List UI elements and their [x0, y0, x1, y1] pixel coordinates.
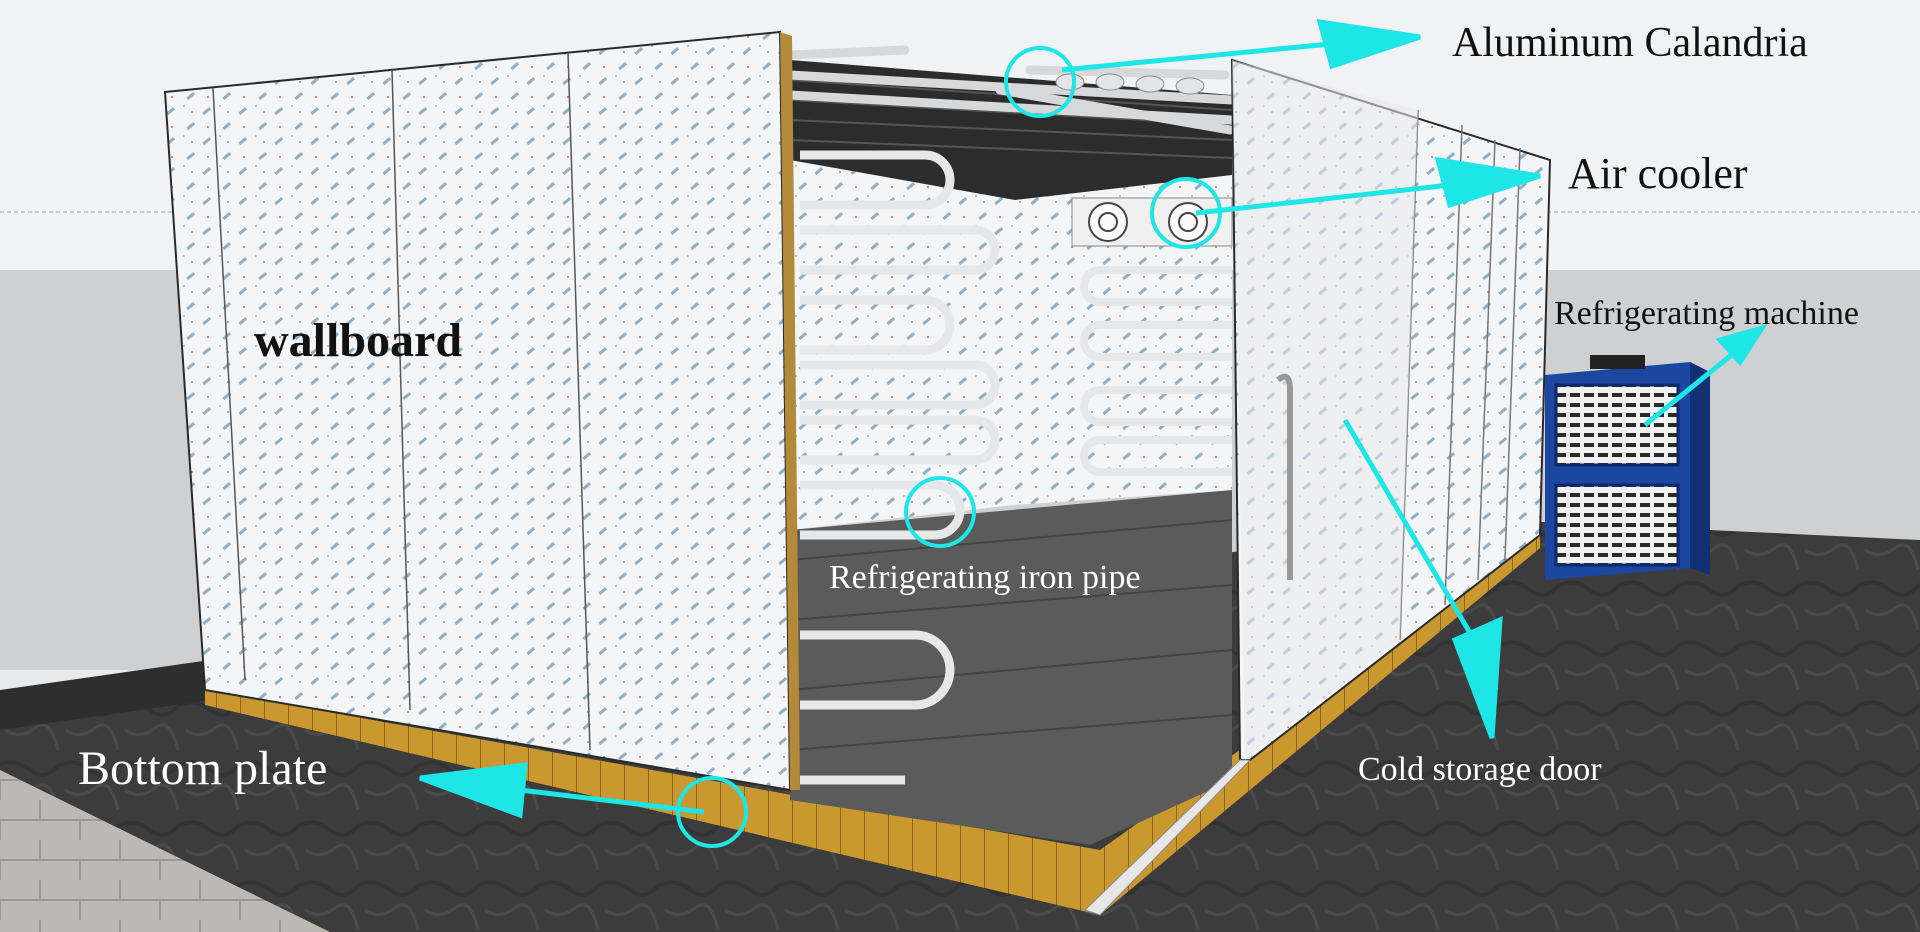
interior-floor — [790, 490, 1232, 845]
refrigerating-iron-pipe — [800, 150, 1000, 785]
wall-edge-insulation — [780, 32, 800, 790]
label-wallboard: wallboard — [254, 314, 462, 367]
label-bottom-plate: Bottom plate — [78, 742, 327, 795]
label-air-cooler: Air cooler — [1568, 149, 1748, 198]
brick-edge — [0, 770, 330, 932]
interior-side-wall — [790, 160, 1015, 530]
wallboard-panel — [163, 30, 792, 792]
label-cold-storage-door: Cold storage door — [1358, 751, 1602, 788]
cold-storage-door-panel — [1232, 60, 1418, 760]
bottom-insulation — [205, 535, 1540, 915]
annotation-arrows — [419, 18, 1768, 819]
label-refrigerating-machine: Refrigerating machine — [1554, 295, 1859, 332]
label-aluminum-calandria: Aluminum Calandria — [1452, 20, 1808, 66]
door-handle — [1276, 373, 1293, 580]
annotation-circles — [676, 46, 1222, 848]
label-refrigerating-iron-pipe: Refrigerating iron pipe — [829, 559, 1141, 596]
aluminum-calandria-pipes — [785, 45, 1237, 135]
refrigerating-machine — [1545, 355, 1710, 580]
